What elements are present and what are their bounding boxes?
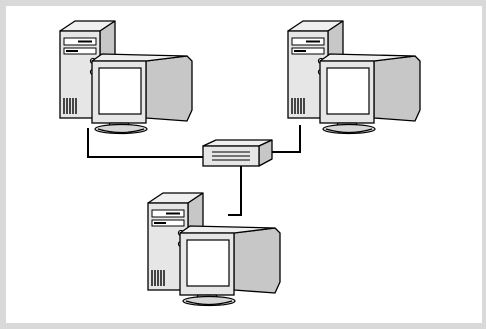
network-diagram: [6, 6, 482, 323]
diagram-canvas: [6, 6, 482, 323]
desktop-computer-icon: [148, 193, 280, 306]
desktop-computer-icon: [288, 21, 420, 134]
network-hub-icon: [203, 140, 272, 166]
computer-top-left: [60, 21, 192, 134]
desktop-computer-icon: [60, 21, 192, 134]
cable-top-right: [272, 125, 300, 152]
cable-bottom: [228, 166, 241, 215]
network-hub: [203, 140, 272, 166]
computer-top-right: [288, 21, 420, 134]
computer-bottom: [148, 193, 280, 306]
